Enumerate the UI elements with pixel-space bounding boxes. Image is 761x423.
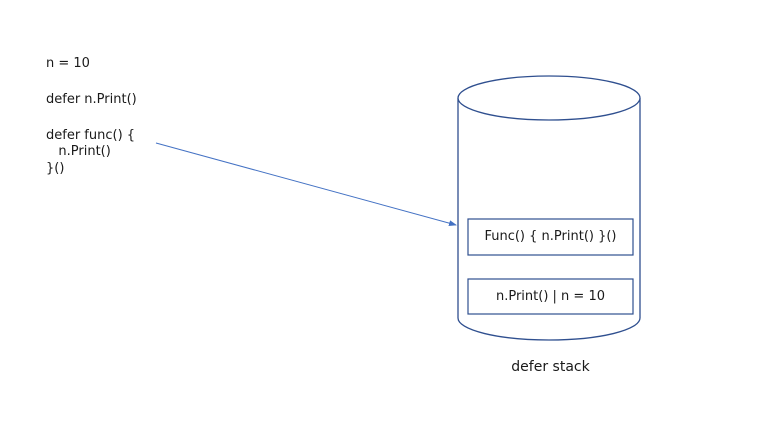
code-line-defer-func: defer func() {	[46, 128, 136, 143]
code-line-defer-print: defer n.Print()	[46, 92, 137, 107]
code-line-assign: n = 10	[46, 56, 90, 71]
stack-item-func: Func() { n.Print() }()	[484, 229, 617, 244]
stack-item-box-func	[467, 218, 634, 256]
stack-cylinder	[457, 75, 641, 341]
stack-caption: defer stack	[511, 359, 590, 375]
arrow	[155, 142, 457, 227]
stack-item-box-print	[467, 278, 634, 315]
code-line-func-close: }()	[46, 161, 65, 176]
stack-item-print: n.Print() | n = 10	[495, 289, 605, 304]
code-line-func-body: n.Print()	[46, 144, 111, 159]
